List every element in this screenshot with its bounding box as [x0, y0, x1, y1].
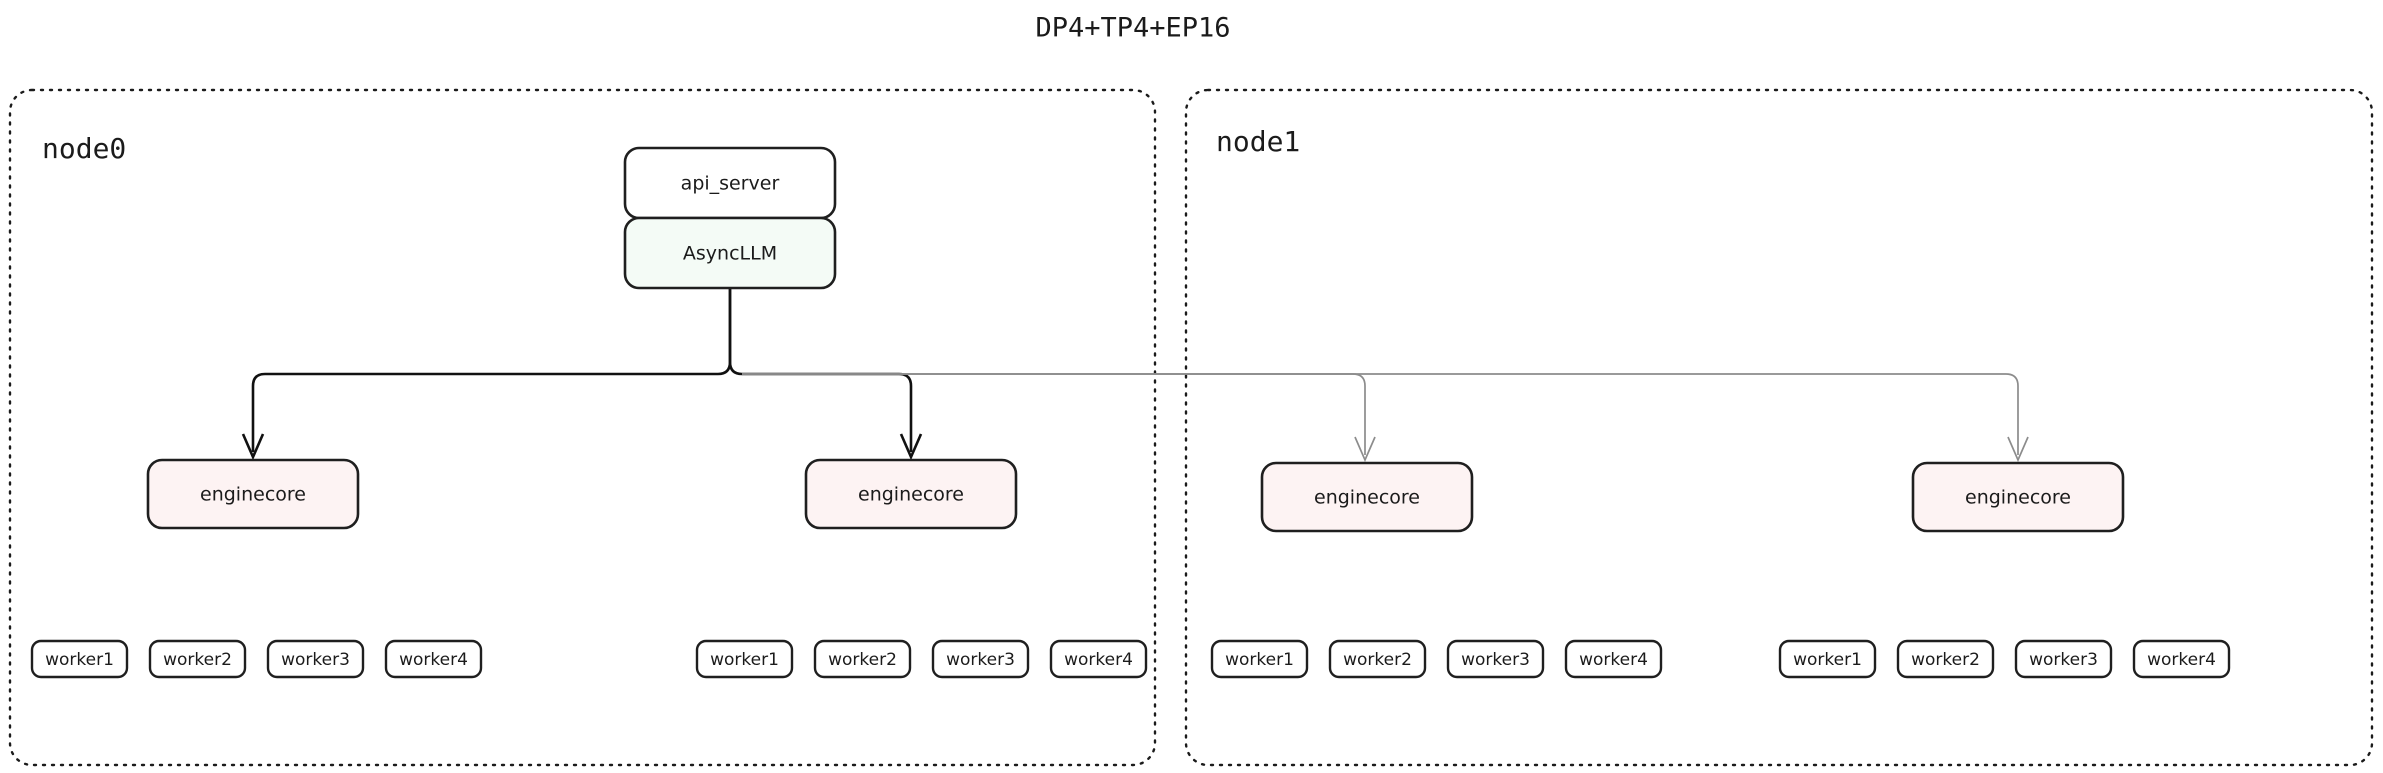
- arrowhead-icon: [241, 433, 265, 461]
- edge-asyncllm-to-enginecore2: [742, 373, 1376, 463]
- worker-group-node1-engine3-workers: worker1 worker2 worker3 worker4: [1778, 639, 2231, 679]
- cluster-node0: node0: [8, 88, 1157, 767]
- worker-node-node1-engine2-workers-worker2[interactable]: worker2: [1328, 639, 1427, 679]
- worker-box[interactable]: [1446, 639, 1545, 679]
- cluster-layer: node0 node1: [8, 88, 2374, 767]
- edge-line-asyncllm-to-enginecore1: [728, 288, 913, 452]
- node-label-enginecore0: enginecore: [200, 484, 306, 506]
- arrowhead-icon: [899, 433, 923, 461]
- worker-label: worker2: [1343, 650, 1412, 670]
- worker-node-node1-engine2-workers-worker1[interactable]: worker1: [1210, 639, 1309, 679]
- worker-node-node0-engine0-workers-worker1[interactable]: worker1: [30, 639, 129, 679]
- worker-box[interactable]: [695, 639, 794, 679]
- node-label-api_server: api_server: [681, 173, 780, 195]
- worker-node-node0-engine1-workers-worker4[interactable]: worker4: [1049, 639, 1148, 679]
- node-box-enginecore0[interactable]: [146, 458, 360, 530]
- node-label-enginecore2: enginecore: [1314, 487, 1420, 509]
- worker-node-node0-engine1-workers-worker3[interactable]: worker3: [931, 639, 1030, 679]
- node-label-async_llm: AsyncLLM: [683, 243, 777, 265]
- worker-label: worker2: [1911, 650, 1980, 670]
- worker-node-node0-engine0-workers-worker4[interactable]: worker4: [384, 639, 483, 679]
- edge-layer: [241, 288, 2029, 463]
- worker-box[interactable]: [148, 639, 247, 679]
- worker-label: worker1: [710, 650, 779, 670]
- worker-box[interactable]: [931, 639, 1030, 679]
- worker-box[interactable]: [1049, 639, 1148, 679]
- worker-label: worker4: [1579, 650, 1648, 670]
- cluster-node1: node1: [1184, 88, 2374, 767]
- diagram-title: DP4+TP4+EP16: [1035, 13, 1230, 44]
- arrowhead-icon: [2007, 436, 2029, 463]
- worker-group-node1-engine2-workers: worker1 worker2 worker3 worker4: [1210, 639, 1663, 679]
- worker-label: worker1: [1225, 650, 1294, 670]
- worker-box[interactable]: [1778, 639, 1877, 679]
- node-label-enginecore3: enginecore: [1965, 487, 2071, 509]
- node-box-enginecore1[interactable]: [804, 458, 1018, 530]
- worker-label: worker3: [281, 650, 350, 670]
- worker-label: worker3: [1461, 650, 1530, 670]
- node-box-enginecore3[interactable]: [1911, 461, 2125, 533]
- node-enginecore0[interactable]: enginecore: [146, 458, 360, 530]
- worker-label: worker1: [45, 650, 114, 670]
- worker-box[interactable]: [384, 639, 483, 679]
- worker-label: worker2: [163, 650, 232, 670]
- worker-box[interactable]: [30, 639, 129, 679]
- node-enginecore1[interactable]: enginecore: [804, 458, 1018, 530]
- cluster-label-node1: node1: [1216, 125, 1300, 158]
- edge-asyncllm-to-enginecore0: [241, 288, 732, 461]
- worker-node-node1-engine3-workers-worker2[interactable]: worker2: [1896, 639, 1995, 679]
- worker-box[interactable]: [2014, 639, 2113, 679]
- worker-node-node1-engine3-workers-worker4[interactable]: worker4: [2132, 639, 2231, 679]
- worker-node-node1-engine3-workers-worker1[interactable]: worker1: [1778, 639, 1877, 679]
- worker-box[interactable]: [813, 639, 912, 679]
- worker-label: worker3: [946, 650, 1015, 670]
- worker-node-node1-engine3-workers-worker3[interactable]: worker3: [2014, 639, 2113, 679]
- worker-group-node0-engine1-workers: worker1 worker2 worker3 worker4: [695, 639, 1148, 679]
- node-async_llm[interactable]: AsyncLLM: [623, 216, 837, 290]
- worker-node-node1-engine2-workers-worker3[interactable]: worker3: [1446, 639, 1545, 679]
- worker-box[interactable]: [2132, 639, 2231, 679]
- cluster-label-node0: node0: [42, 132, 126, 165]
- edge-asyncllm-to-enginecore3: [742, 373, 2029, 463]
- node-enginecore3[interactable]: enginecore: [1911, 461, 2125, 533]
- worker-label: worker4: [2147, 650, 2216, 670]
- worker-label: worker4: [1064, 650, 1133, 670]
- worker-label: worker4: [399, 650, 468, 670]
- worker-box[interactable]: [1210, 639, 1309, 679]
- cluster-border-node1: [1184, 88, 2374, 767]
- edge-line-asyncllm-to-enginecore2: [742, 373, 1366, 455]
- worker-node-node0-engine0-workers-worker2[interactable]: worker2: [148, 639, 247, 679]
- node-api_server[interactable]: api_server: [623, 146, 837, 220]
- worker-box[interactable]: [266, 639, 365, 679]
- worker-node-node0-engine1-workers-worker1[interactable]: worker1: [695, 639, 794, 679]
- node-box-async_llm[interactable]: [623, 216, 837, 290]
- node-label-enginecore1: enginecore: [858, 484, 964, 506]
- worker-node-node1-engine2-workers-worker4[interactable]: worker4: [1564, 639, 1663, 679]
- worker-box[interactable]: [1896, 639, 1995, 679]
- edge-line-asyncllm-to-enginecore3: [742, 373, 2019, 455]
- edge-line-asyncllm-to-enginecore0: [251, 288, 732, 452]
- worker-box[interactable]: [1328, 639, 1427, 679]
- worker-label: worker2: [828, 650, 897, 670]
- worker-box[interactable]: [1564, 639, 1663, 679]
- worker-node-node0-engine0-workers-worker3[interactable]: worker3: [266, 639, 365, 679]
- worker-group-node0-engine0-workers: worker1 worker2 worker3 worker4: [30, 639, 483, 679]
- worker-node-node0-engine1-workers-worker2[interactable]: worker2: [813, 639, 912, 679]
- node-box-enginecore2[interactable]: [1260, 461, 1474, 533]
- worker-label: worker1: [1793, 650, 1862, 670]
- node-enginecore2[interactable]: enginecore: [1260, 461, 1474, 533]
- cluster-border-node0: [8, 88, 1157, 767]
- arrowhead-icon: [1354, 436, 1376, 463]
- worker-label: worker3: [2029, 650, 2098, 670]
- edge-asyncllm-to-enginecore1: [728, 288, 923, 461]
